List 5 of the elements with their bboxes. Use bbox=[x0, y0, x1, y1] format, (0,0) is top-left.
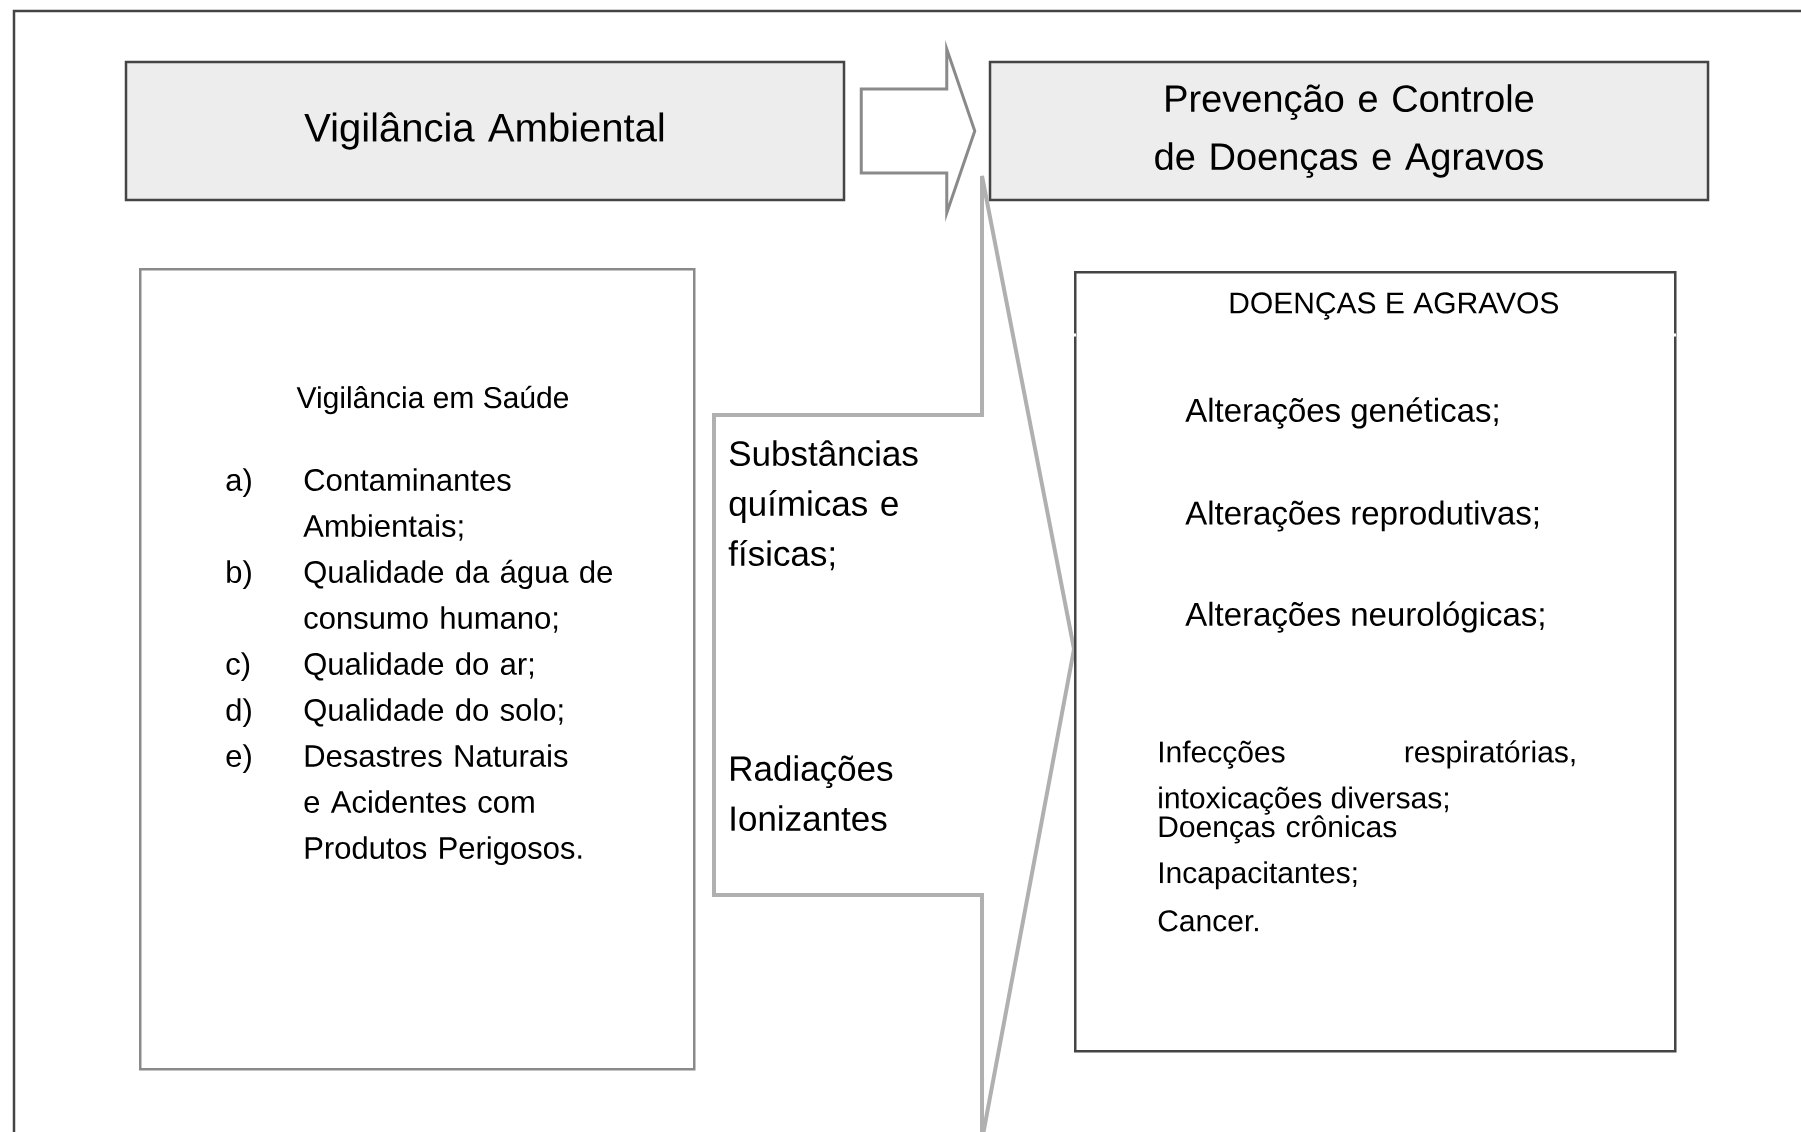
block-arrow bbox=[859, 39, 977, 223]
list-box: DOENÇAS E AGRAVOS Alterações genéticas; Alterações reprodutivas; Alterações neurológicas; Infecções respiratórias, intoxicações diversas; Doenças crônicas Incapacitantes; Cancer. bbox=[1070, 271, 1678, 1053]
title-box: Prevenção e Controle de Doenças e Agravos bbox=[988, 60, 1710, 202]
title-box: Vigilância Ambiental bbox=[124, 60, 846, 202]
list-box: Vigilância em Saúde a) Contaminantes Ambientais; b) Qualidade da água de consumo humano; c) Qualidade do ar; d) Qualidade do solo; e) Desastres Naturais e Acidentes com Produtos Perigosos. bbox=[139, 268, 696, 1071]
